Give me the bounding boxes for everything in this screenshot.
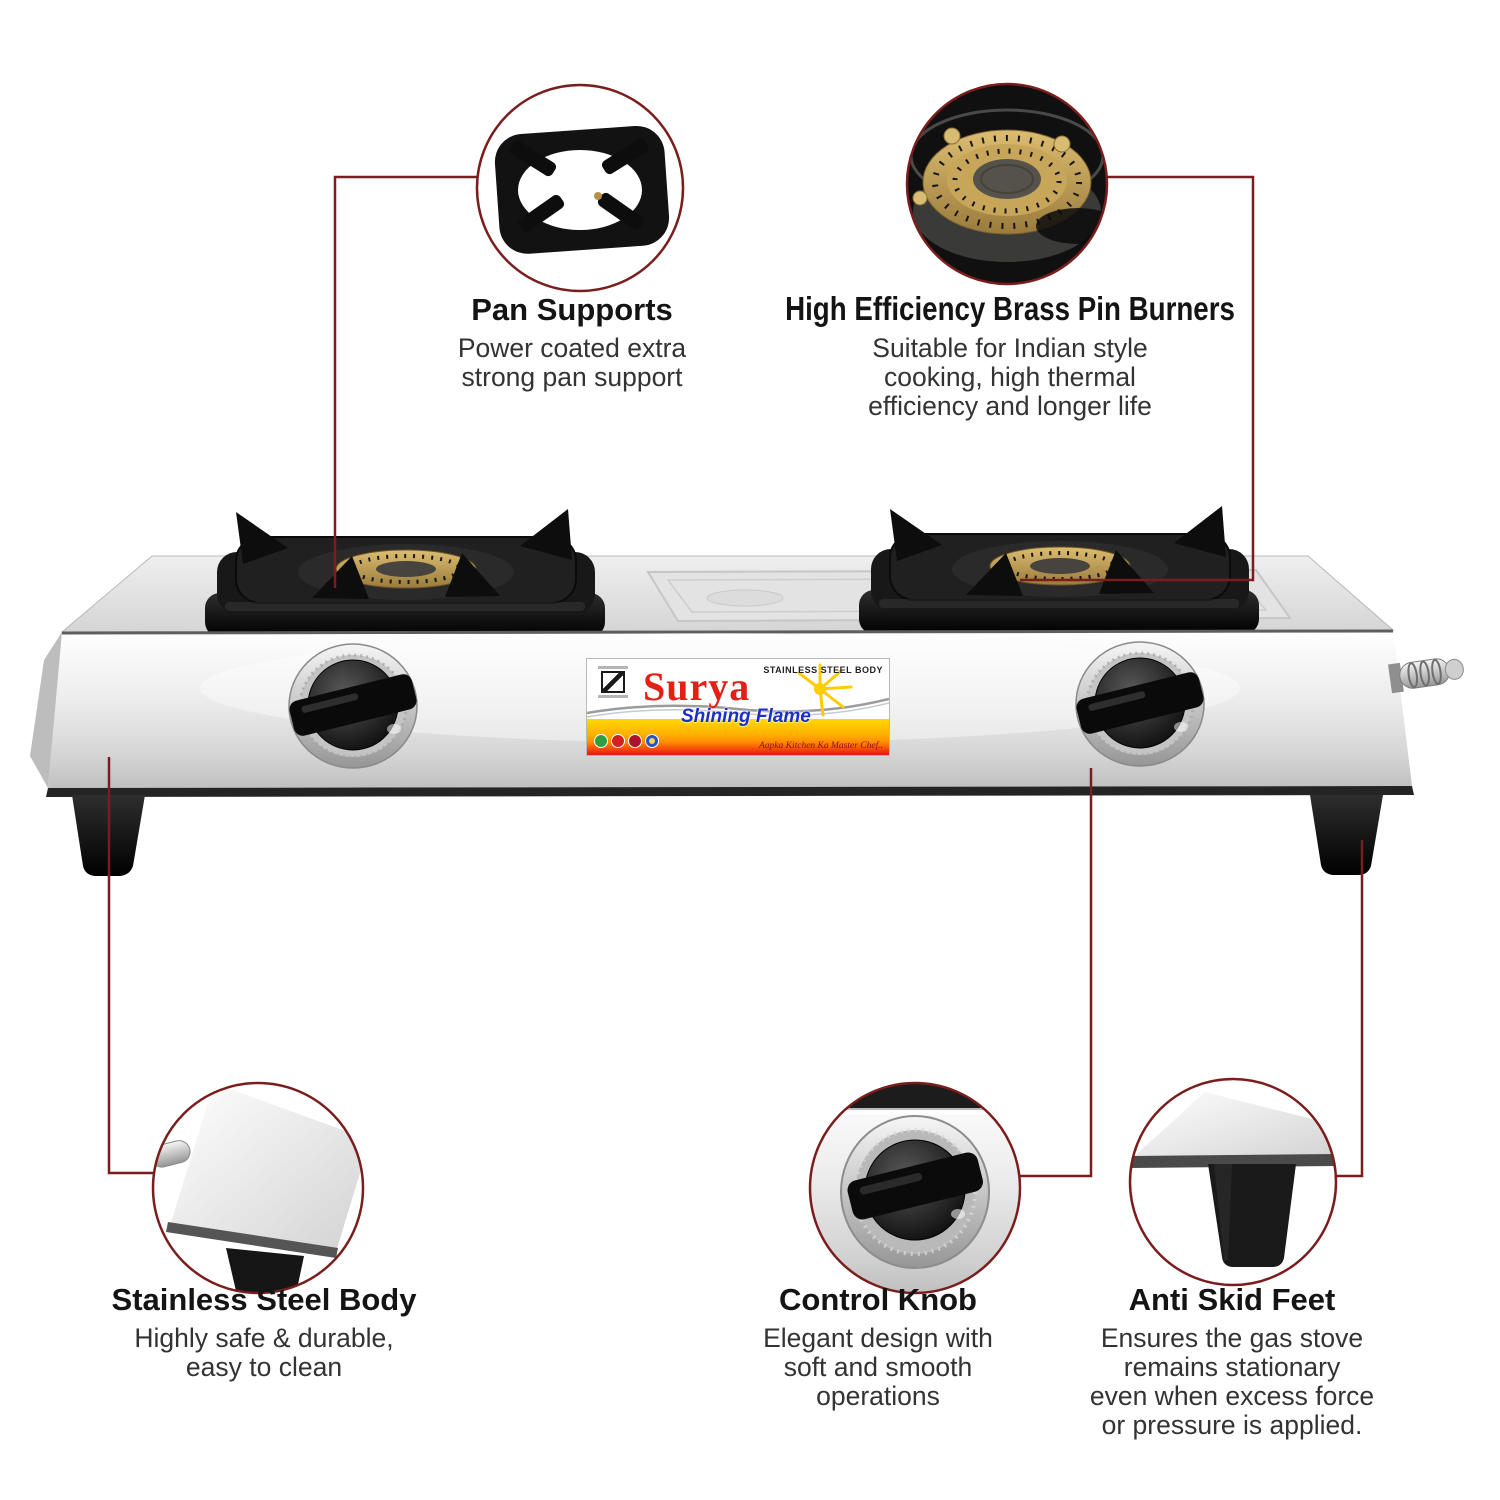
brand-tagline: Shining Flame [681, 706, 811, 727]
label-top-right-text: STAINLESS STEEL BODY [763, 665, 883, 675]
right-pan-support [857, 504, 1261, 636]
feature-line: or pressure is applied. [1101, 1410, 1363, 1440]
feature-anti-skid: Anti Skid Feet Ensures the gas stove rem… [1090, 1282, 1374, 1440]
feature-title: High Efficiency Brass Pin Burners [785, 290, 1235, 327]
deck-panel-seam [61, 629, 1394, 635]
feature-line: strong pan support [461, 362, 683, 392]
brand-name: Surya [643, 664, 751, 709]
callout-line-burners [1020, 175, 1255, 582]
stove-left-facet [30, 632, 62, 788]
feature-pan-supports: Pan Supports Power coated extra strong p… [458, 292, 686, 392]
left-control-knob [286, 642, 420, 770]
control-knob-detail-circle [808, 1081, 1022, 1295]
deck-emboss-oval [706, 589, 784, 607]
feature-line: Suitable for Indian style [872, 333, 1148, 363]
feature-title: Stainless Steel Body [111, 1282, 417, 1317]
feature-line: Ensures the gas stove [1100, 1323, 1364, 1353]
steel-body-detail-circle [151, 1081, 365, 1295]
feature-line: soft and smooth [783, 1352, 973, 1382]
feature-title: Pan Supports [471, 292, 673, 327]
feature-line: Power coated extra [457, 333, 687, 363]
label-badges [594, 734, 659, 748]
feature-line: cooking, high thermal [884, 362, 1136, 392]
feature-line: Highly safe & durable, [134, 1323, 394, 1353]
sun-rays-icon [797, 663, 853, 717]
feature-title: Control Knob [778, 1282, 978, 1317]
feature-burners: High Efficiency Brass Pin Burners Suitab… [742, 290, 1278, 421]
callout-line-anti-skid [1337, 840, 1364, 1178]
brand-label: Surya Shining Flame STAINLESS STEEL BODY… [586, 658, 890, 756]
feature-title: Anti Skid Feet [1128, 1282, 1336, 1317]
label-script-text: Aapka Kitchen Ka Master Chef.. [758, 741, 883, 751]
right-foot [1310, 795, 1383, 875]
pan-support-detail-circle [475, 83, 685, 293]
left-pan-support [203, 507, 607, 639]
callout-line-steel-body [107, 757, 156, 1175]
callout-line-pan-supports [333, 175, 478, 588]
feature-line: remains stationary [1123, 1352, 1341, 1382]
feature-control-knob: Control Knob Elegant design with soft an… [763, 1282, 993, 1411]
callout-line-control-knob [1016, 768, 1093, 1178]
isi-certification-mark [591, 664, 635, 700]
feature-line: even when excess force [1089, 1381, 1375, 1411]
brass-burner-detail-circle [905, 82, 1109, 286]
feature-line: operations [816, 1381, 940, 1411]
right-control-knob [1073, 640, 1207, 768]
gas-inlet-nozzle [1388, 658, 1464, 694]
stove-bottom-edge [46, 786, 1414, 797]
feature-line: efficiency and longer life [868, 391, 1152, 421]
feature-line: easy to clean [185, 1352, 343, 1382]
anti-skid-foot-detail-circle [1128, 1077, 1338, 1287]
feature-steel-body: Stainless Steel Body Highly safe & durab… [112, 1282, 417, 1382]
feature-line: Elegant design with [763, 1323, 993, 1353]
